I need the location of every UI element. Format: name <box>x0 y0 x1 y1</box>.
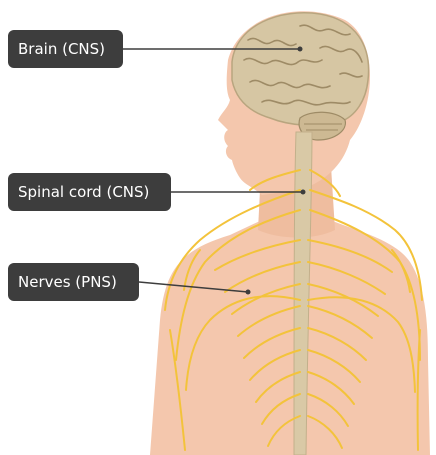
label-brain: Brain (CNS) <box>8 30 123 68</box>
label-nerves: Nerves (PNS) <box>8 263 139 301</box>
leader-dot-spinal-cord <box>301 190 306 195</box>
leader-dot-nerves <box>246 290 251 295</box>
leader-dot-brain <box>298 47 303 52</box>
label-spinal-cord: Spinal cord (CNS) <box>8 173 171 211</box>
